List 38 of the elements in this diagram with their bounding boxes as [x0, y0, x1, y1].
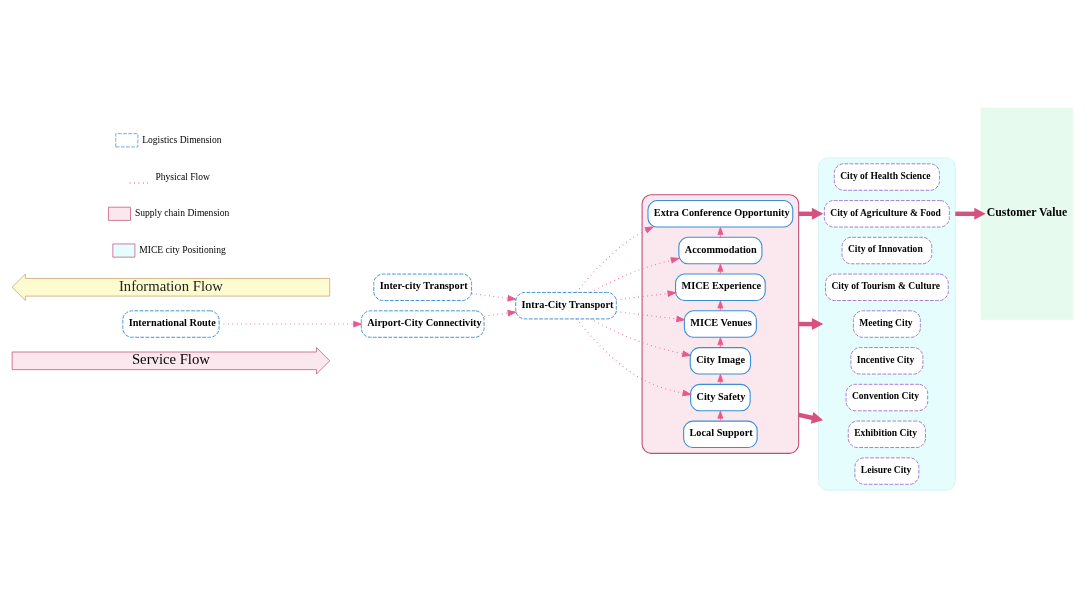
node-box: City of Innovation: [841, 236, 933, 265]
node-box: Airport-City Connectivity: [360, 310, 485, 338]
arrow: [717, 226, 724, 238]
arrow: [717, 337, 724, 348]
node-box: MICE Venues: [683, 310, 757, 338]
node-box: Inter-city Transport: [373, 273, 473, 301]
legend-label: Supply chain Dimension: [134, 207, 230, 219]
arrow: [717, 300, 724, 311]
arrow: [615, 311, 686, 323]
legend-label: MICE city Positioning: [139, 244, 226, 256]
node-box: Leisure City: [854, 457, 920, 485]
node-box: Convention City: [845, 383, 929, 412]
arrow: [717, 373, 724, 385]
arrow: [576, 226, 655, 293]
legend-label: Logistics Dimension: [142, 133, 222, 145]
node-box: Meeting City: [853, 310, 921, 338]
node-box: City Image: [689, 347, 752, 375]
arrow: [717, 263, 724, 275]
arrow: [483, 309, 518, 317]
node-box: Customer Value: [980, 107, 1074, 320]
node-box: Extra Conference Opportunity: [647, 200, 794, 228]
node-box: Intra-City Transport: [515, 291, 617, 320]
node-box: City of Health Science: [833, 163, 940, 191]
node-box: Incentive City: [850, 347, 924, 375]
arrow: [218, 320, 363, 328]
arrow: [955, 207, 986, 220]
arrow: [717, 410, 724, 422]
legend-label: Physical Flow: [155, 170, 210, 182]
node-box: Exhibition City: [847, 420, 926, 448]
arrow: [590, 257, 681, 293]
cluster: [818, 157, 956, 491]
arrow: [590, 318, 692, 357]
arrow: [471, 293, 518, 302]
node-box: International Route: [122, 310, 220, 338]
arrow: [615, 290, 678, 301]
node-box: City of Agriculture & Food: [824, 200, 950, 228]
node-box: City of Tourism & Culture: [825, 273, 949, 301]
arrow: [576, 318, 693, 397]
